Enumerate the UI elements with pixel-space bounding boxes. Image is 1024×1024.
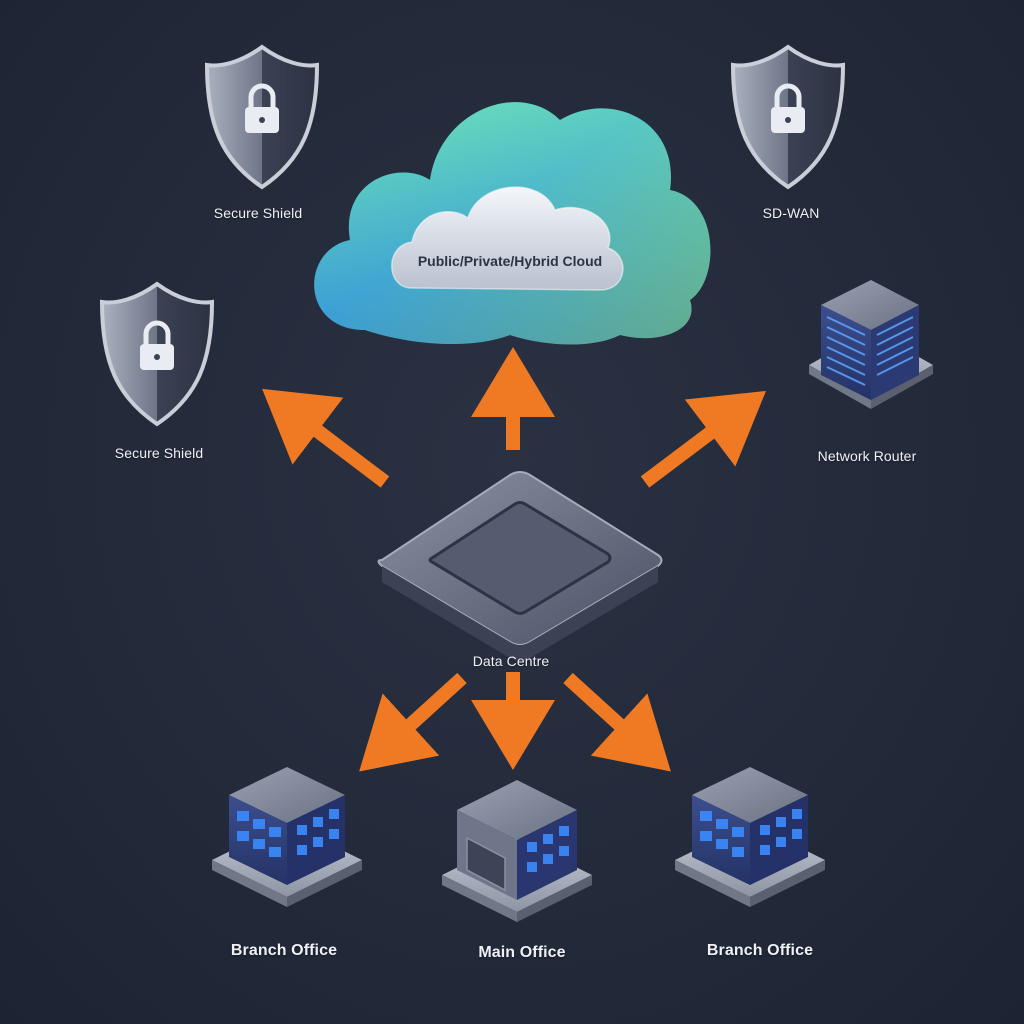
server-rack-icon: [809, 280, 933, 409]
arrow-to-branch-left: [359, 672, 467, 772]
shield-mid-left-label: Secure Shield: [114, 445, 204, 461]
arrow-to-router: [640, 390, 766, 488]
branch-office-left-icon: [212, 767, 362, 907]
branch-office-left-label: Branch Office: [230, 942, 338, 959]
cloud-icon: [314, 102, 711, 345]
shield-top-left-label: Secure Shield: [213, 205, 303, 221]
arrow-to-branch-right: [563, 672, 671, 772]
branch-office-right-icon: [675, 767, 825, 907]
main-office-label: Main Office: [478, 944, 566, 961]
data-centre-hub-icon: [377, 471, 663, 661]
shield-top-left-icon: [204, 44, 320, 190]
sdwan-label: SD-WAN: [762, 205, 820, 221]
router-label: Network Router: [817, 448, 917, 464]
datacentre-label: Data Centre: [472, 653, 550, 669]
shield-sdwan-icon: [730, 44, 846, 190]
arrow-to-shield: [262, 388, 390, 488]
main-office-icon: [442, 780, 592, 922]
cloud-label: Public/Private/Hybrid Cloud: [417, 253, 603, 269]
branch-office-right-label: Branch Office: [706, 942, 814, 959]
shield-mid-left-icon: [99, 281, 215, 427]
